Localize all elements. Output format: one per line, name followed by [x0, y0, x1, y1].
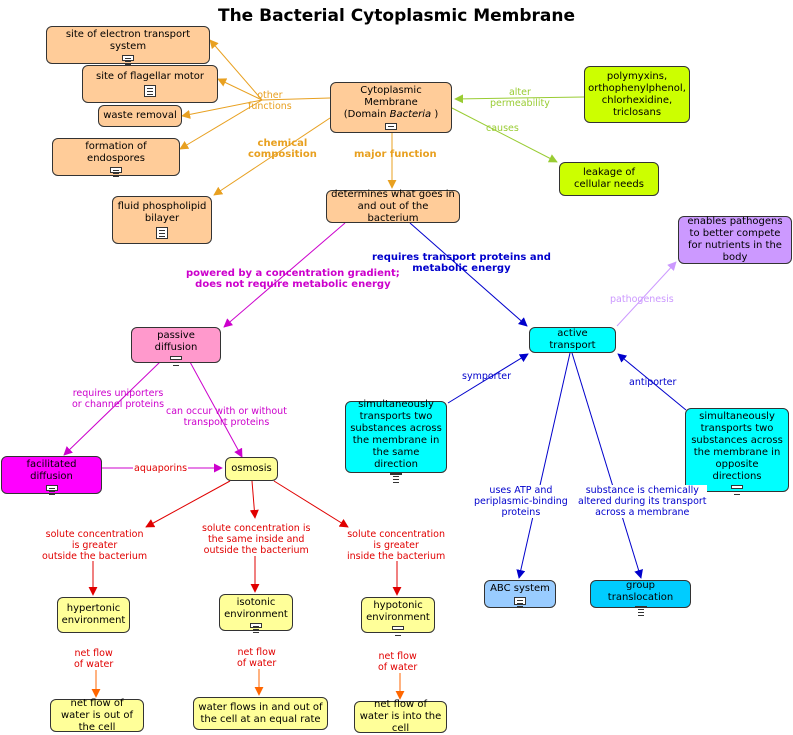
label-chemically-altered: substance is chemically altered during i…: [578, 485, 707, 518]
node-label: water flows in and out of the cell at an…: [198, 701, 323, 725]
document-icon[interactable]: [634, 606, 647, 610]
node-label: isotonic environment: [224, 597, 288, 620]
node-isotonic[interactable]: isotonic environment: [219, 594, 293, 631]
node-label: hypertonic environment: [61, 603, 126, 626]
document-icon[interactable]: [45, 485, 58, 491]
node-leakage[interactable]: leakage of cellular needs: [559, 162, 659, 196]
node-label: net flow of water is out of the cell: [60, 697, 134, 733]
node-label: site of flagellar motor: [96, 71, 204, 82]
label-requires-uniporters: requires uniporters or channel proteins: [72, 388, 165, 410]
document-icon[interactable]: [122, 55, 134, 61]
node-equal-rate[interactable]: water flows in and out of the cell at an…: [193, 697, 328, 730]
label-net-flow-2: net flow of water: [237, 647, 277, 669]
node-into-cell[interactable]: net flow of water is into the cell: [354, 699, 447, 734]
node-label: leakage of cellular needs: [574, 167, 644, 190]
node-enables-pathogens[interactable]: enables pathogens to better compete for …: [678, 216, 792, 264]
node-osmosis[interactable]: osmosis: [225, 457, 278, 481]
node-label-domain: (Domain Bacteria ): [343, 109, 439, 120]
page-title: The Bacterial Cytoplasmic Membrane: [217, 6, 576, 26]
edges-active: [409, 222, 687, 579]
label-pathogenesis: pathogenesis: [610, 294, 674, 305]
label-solute-outside: solute concentration is greater outside …: [42, 529, 148, 562]
label-other-functions: other functions: [248, 90, 292, 112]
label-solute-inside: solute concentration is greater inside t…: [347, 529, 446, 562]
edges-solute: [88, 480, 402, 596]
label-alter-permeability: alter permeability: [490, 87, 550, 109]
node-endospores[interactable]: formation of endospores: [52, 138, 180, 176]
label-requires-transport: requires transport proteins and metaboli…: [372, 252, 551, 274]
node-fluid-bilayer[interactable]: fluid phospholipid bilayer: [112, 196, 212, 244]
node-label: passive diffusion: [154, 330, 198, 353]
document-icon[interactable]: [390, 473, 402, 477]
node-label: polymyxins, orthophenylphenol, chlorhexi…: [588, 70, 686, 118]
node-label: determines what goes in and out of the b…: [331, 188, 455, 224]
label-solute-same: solute concentration is the same inside …: [202, 523, 311, 556]
node-label: group translocation: [607, 580, 674, 603]
node-hypertonic[interactable]: hypertonic environment: [57, 597, 130, 633]
node-label: net flow of water is into the cell: [359, 699, 442, 734]
node-label: osmosis: [231, 463, 272, 474]
document-icon[interactable]: [110, 167, 122, 173]
node-electron-transport[interactable]: site of electron transport system: [46, 26, 210, 64]
label-powered: powered by a concentration gradient; doe…: [186, 268, 400, 290]
label-major-function: major function: [354, 149, 437, 160]
node-out-of-cell[interactable]: net flow of water is out of the cell: [50, 697, 144, 733]
node-label: simultaneously transports two substances…: [350, 399, 442, 470]
label-antiporter: antiporter: [629, 377, 677, 388]
node-cytoplasmic-membrane[interactable]: Cytoplasmic Membrane (Domain Bacteria ): [330, 82, 452, 133]
node-active-transport[interactable]: active transport: [529, 327, 616, 353]
node-label: formation of endospores: [85, 141, 147, 164]
edges-permeability: [451, 94, 585, 163]
document-icon[interactable]: [170, 356, 182, 360]
edges-pathogenesis: [616, 261, 677, 327]
node-label: Cytoplasmic Membrane: [360, 85, 422, 108]
label-chemical-composition: chemical composition: [248, 138, 317, 160]
node-label: ABC system: [490, 583, 550, 594]
label-symporter: symporter: [462, 371, 512, 382]
node-passive-diffusion[interactable]: passive diffusion: [131, 327, 221, 363]
node-label: waste removal: [103, 110, 177, 121]
node-label: site of electron transport system: [65, 29, 191, 52]
edges-other-functions: [179, 39, 397, 196]
node-label: active transport: [549, 328, 596, 351]
label-can-occur: can occur with or without transport prot…: [166, 406, 287, 428]
document-icon[interactable]: [514, 597, 526, 605]
node-waste-removal[interactable]: waste removal: [98, 105, 182, 127]
label-aquaporins: aquaporins: [133, 463, 189, 474]
node-antiporter-description[interactable]: simultaneously transports two substances…: [685, 408, 789, 492]
label-net-flow-3: net flow of water: [378, 651, 418, 673]
label-uses-atp: uses ATP and periplasmic-binding protein…: [474, 485, 568, 518]
document-icon[interactable]: [392, 626, 404, 630]
document-icon[interactable]: [144, 85, 156, 97]
node-symporter-description[interactable]: simultaneously transports two substances…: [345, 399, 447, 477]
node-group-translocation[interactable]: group translocation: [590, 580, 691, 610]
node-label: enables pathogens to better compete for …: [687, 216, 783, 263]
document-icon[interactable]: [250, 623, 262, 628]
node-label: fluid phospholipid bilayer: [117, 201, 207, 224]
node-polymyxins[interactable]: polymyxins, orthophenylphenol, chlorhexi…: [584, 66, 690, 123]
label-causes: causes: [486, 123, 519, 134]
node-hypotonic[interactable]: hypotonic environment: [361, 597, 435, 633]
node-facilitated-diffusion[interactable]: facilitated diffusion: [1, 456, 102, 494]
document-icon[interactable]: [731, 485, 743, 489]
label-net-flow-1: net flow of water: [74, 648, 114, 670]
node-label: hypotonic environment: [366, 600, 430, 623]
node-label: simultaneously transports two substances…: [691, 411, 783, 482]
node-abc-system[interactable]: ABC system: [484, 580, 556, 608]
document-icon[interactable]: [156, 227, 168, 239]
edges-net-flow: [91, 668, 405, 700]
node-label: facilitated diffusion: [26, 459, 77, 482]
document-icon[interactable]: [385, 123, 397, 130]
node-determines[interactable]: determines what goes in and out of the b…: [326, 188, 460, 224]
node-flagellar-motor[interactable]: site of flagellar motor: [82, 65, 218, 103]
